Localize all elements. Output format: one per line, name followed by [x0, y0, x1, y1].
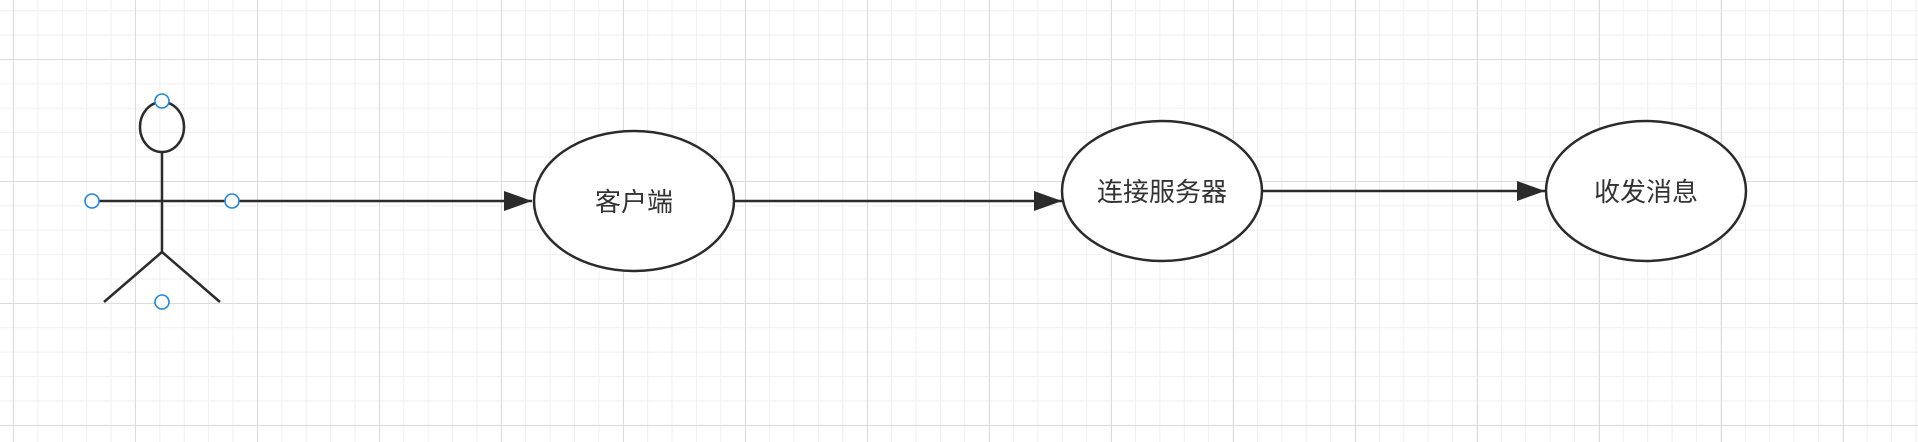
use-case-messaging-ellipse [1544, 119, 1748, 263]
use-case-connect-server[interactable]: 连接服务器 [1060, 119, 1264, 263]
use-case-connect-server-label: 连接服务器 [1097, 178, 1227, 208]
selection-handle-top[interactable] [154, 93, 170, 109]
actor-head [138, 100, 186, 154]
actor-left-leg [103, 251, 163, 303]
use-case-client[interactable]: 客户端 [532, 129, 736, 273]
actor-figure[interactable] [92, 100, 232, 303]
selection-handle-right[interactable] [224, 193, 240, 209]
use-case-messaging[interactable]: 收发消息 [1544, 119, 1748, 263]
selection-handles[interactable] [84, 93, 240, 310]
selection-handle-left[interactable] [84, 193, 100, 209]
use-case-messaging-label: 收发消息 [1594, 178, 1698, 208]
use-case-client-label: 客户端 [595, 188, 673, 218]
use-case-connect-server-ellipse [1060, 119, 1264, 263]
selection-handle-bottom[interactable] [154, 294, 170, 310]
use-case-client-ellipse [532, 129, 736, 273]
actor-right-leg [161, 251, 221, 303]
